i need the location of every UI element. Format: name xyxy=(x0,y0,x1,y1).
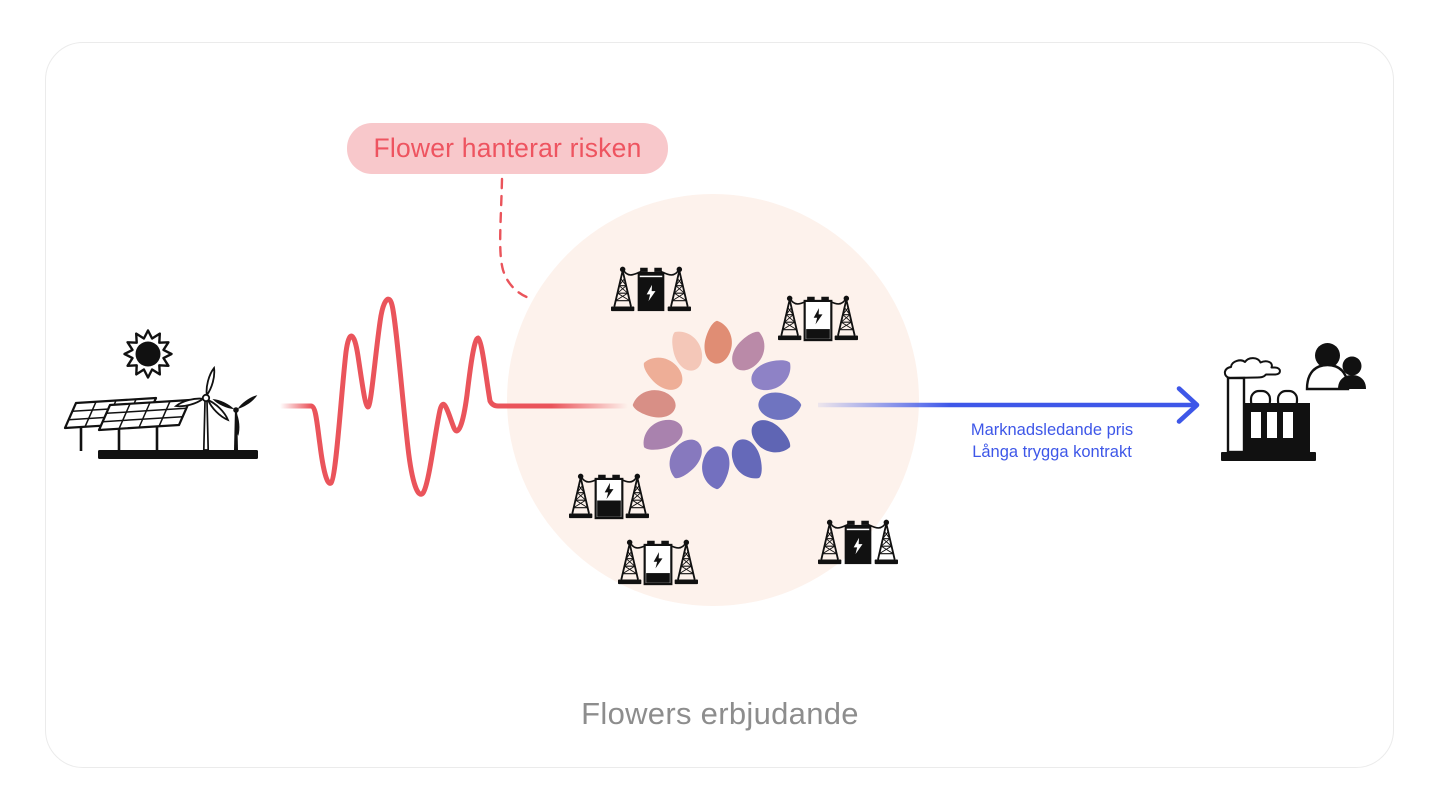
factory-people-icon xyxy=(1221,343,1366,461)
factory-icon xyxy=(1221,357,1316,461)
risk-callout-label: Flower hanterar risken xyxy=(373,133,642,163)
flower-petal-ring-logo xyxy=(632,320,802,490)
flower-petal xyxy=(758,392,802,420)
flower-petal xyxy=(732,331,765,371)
battery-transmission-icon xyxy=(816,507,900,567)
blue-arrow-right-icon xyxy=(818,386,1200,424)
lightning-bolt-icon xyxy=(604,482,614,500)
lightning-bolt-icon xyxy=(646,284,656,302)
flower-petal xyxy=(751,420,791,453)
lightning-bolt-icon xyxy=(813,308,823,325)
flower-petal xyxy=(704,320,732,364)
flower-petal xyxy=(702,446,730,490)
battery-transmission-icon xyxy=(616,527,700,587)
flower-petal xyxy=(632,390,676,418)
smoke-icon xyxy=(1223,357,1281,379)
flower-petal xyxy=(643,419,683,450)
offer-arrow-caption-line2: Långa trygga kontrakt xyxy=(972,443,1132,461)
flower-petal xyxy=(731,439,762,479)
flower-petal xyxy=(669,439,702,479)
wind-turbine-icon xyxy=(173,365,230,451)
flower-petal xyxy=(643,357,683,390)
volatile-price-line-icon xyxy=(277,296,629,497)
risk-callout: Flower hanterar risken xyxy=(347,123,668,174)
flower-petal xyxy=(672,331,703,371)
chimney-icon xyxy=(1226,376,1246,454)
offer-arrow-caption: Marknadsledande pris Långa trygga kontra… xyxy=(930,419,1174,463)
ground-bar xyxy=(98,450,258,459)
people-icon xyxy=(1305,343,1366,391)
callout-connector-dashed-line xyxy=(499,177,531,300)
sun-solar-wind-icon xyxy=(63,329,258,459)
sun-icon xyxy=(123,329,173,379)
wind-turbine-icon xyxy=(212,395,258,450)
flower-petal xyxy=(751,360,791,391)
offer-arrow-caption-line1: Marknadsledande pris xyxy=(970,421,1134,439)
battery-transmission-icon xyxy=(609,254,693,314)
lightning-bolt-icon xyxy=(653,552,663,569)
lightning-bolt-icon xyxy=(853,537,863,555)
solar-panel-icon xyxy=(97,398,192,451)
diagram-title: Flowers erbjudande xyxy=(581,696,859,731)
battery-transmission-icon xyxy=(776,283,860,343)
battery-transmission-icon xyxy=(567,461,651,521)
